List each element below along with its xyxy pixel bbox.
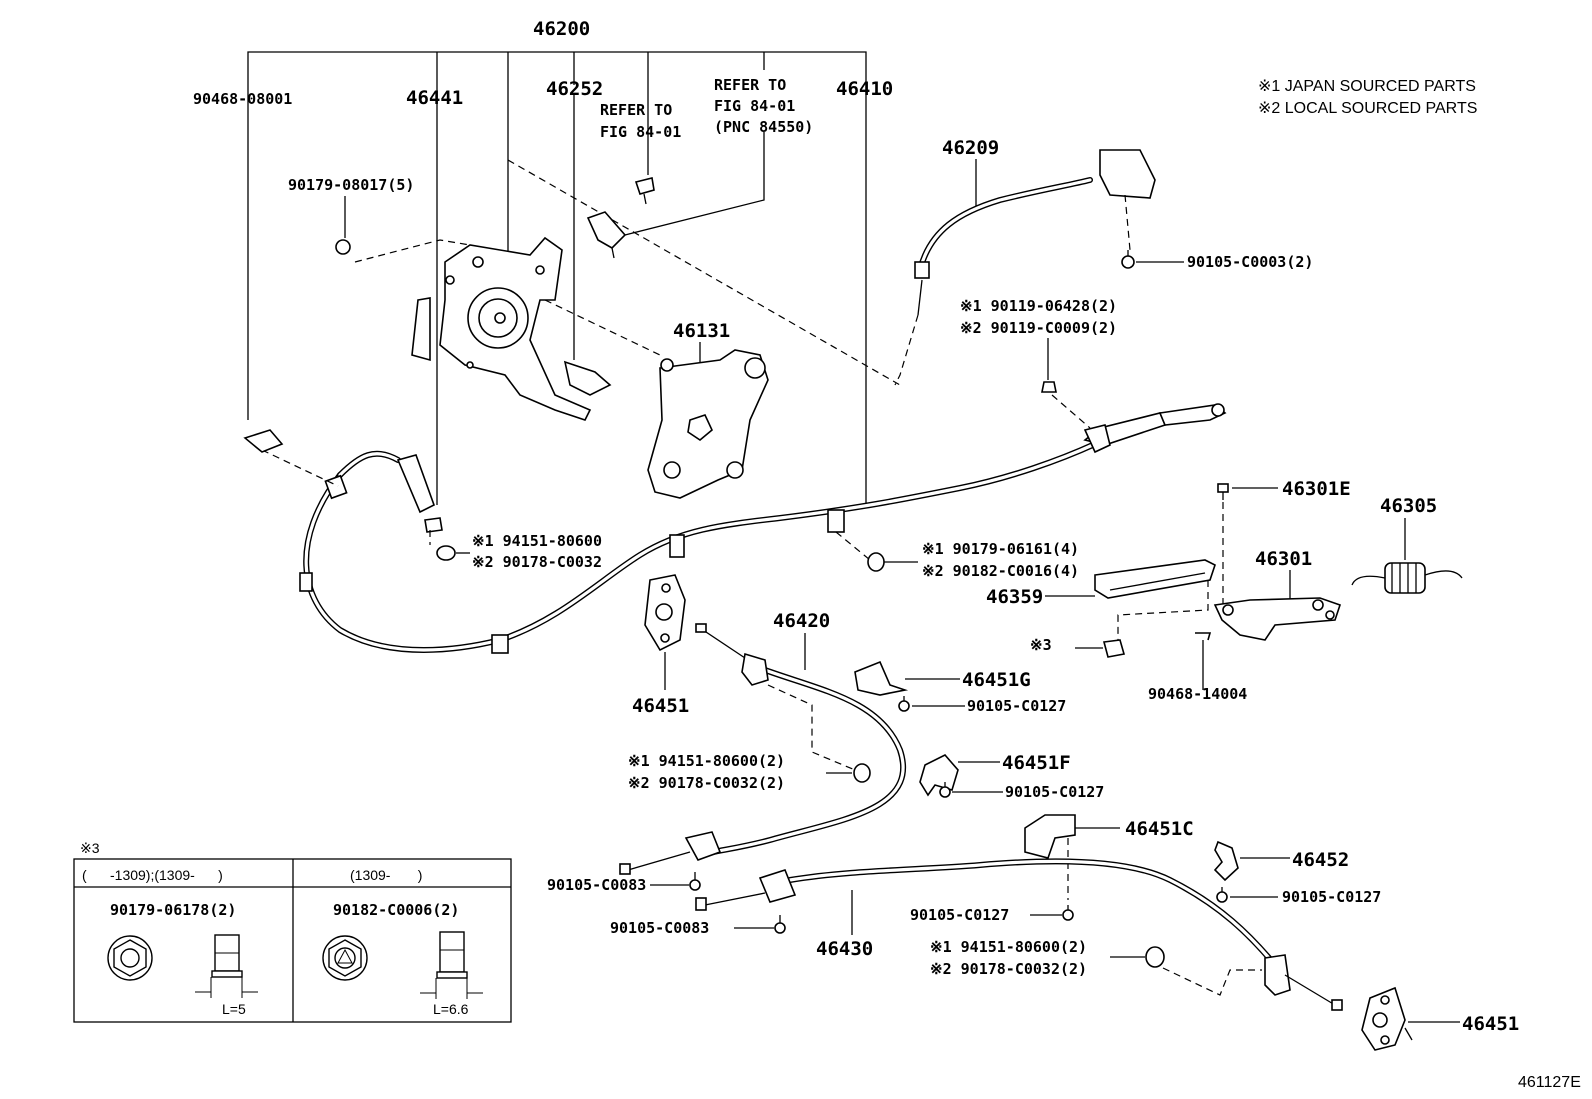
spring-46305 [1351, 562, 1463, 594]
label-46441: 46441 [406, 87, 463, 109]
grommet-94151-b [853, 763, 871, 783]
label-46252: 46252 [546, 78, 603, 100]
figure-code: 461127E [1518, 1074, 1581, 1091]
label-46451-lower: 46451 [1462, 1013, 1519, 1035]
label-94151-80600-c: ※1 94151-80600(2) [930, 938, 1087, 956]
bolt-90105-C0127-c [1062, 905, 1074, 921]
nut-x3 [1102, 639, 1126, 658]
inset-col2-dim: L=6.6 [433, 1001, 469, 1017]
label-46420: 46420 [773, 610, 830, 632]
label-46451G: 46451G [962, 669, 1031, 691]
assembly-bracket-46200 [247, 51, 867, 505]
bolt-90105-C0083-b [774, 915, 786, 934]
label-90178-C0032-b: ※2 90178-C0032(2) [628, 774, 785, 792]
cable-46430 [695, 858, 1343, 1011]
label-46451-upper: 46451 [632, 695, 689, 717]
label-46452: 46452 [1292, 849, 1349, 871]
grommet-94151-c [1145, 946, 1165, 968]
clamp-46452 [1213, 840, 1239, 882]
label-90468-14004: 90468-14004 [1148, 685, 1247, 703]
clip-90468-14004 [1195, 632, 1212, 641]
inset-x3: ※3 ( -1309);(1309- ) (1309- ) 90179-0617… [73, 840, 512, 1023]
washer-46441 [424, 517, 443, 533]
label-90119-06428: ※1 90119-06428(2) [960, 297, 1117, 315]
clamp-46451F [919, 754, 959, 797]
prevailing-nut-front-icon [322, 935, 368, 981]
label-90179-08017: 90179-08017(5) [288, 176, 414, 194]
label-90105-C0003: 90105-C0003(2) [1187, 253, 1313, 271]
label-90105-C0083-a: 90105-C0083 [547, 876, 646, 894]
label-46410: 46410 [836, 78, 893, 100]
bolt-90105-C0003 [1121, 250, 1135, 269]
label-46451F: 46451F [1002, 752, 1071, 774]
label-46209: 46209 [942, 137, 999, 159]
label-46305: 46305 [1380, 495, 1437, 517]
flange-nut-front-icon [107, 935, 153, 981]
label-46430: 46430 [816, 938, 873, 960]
plate-46451-upper [644, 574, 686, 652]
label-refer-2b: FIG 84-01 [714, 97, 795, 115]
label-90105-C0127-b: 90105-C0127 [1005, 783, 1104, 801]
label-90178-C0032-c: ※2 90178-C0032(2) [930, 960, 1087, 978]
cable-46209 [914, 149, 1156, 316]
label-46301E: 46301E [1282, 478, 1351, 500]
inset-col2-part: 90182-C0006(2) [333, 901, 459, 919]
flange-nut-side-icon [195, 934, 258, 998]
nut-90179-08017 [335, 239, 351, 255]
bolt-90105-C0127-b [939, 782, 951, 798]
label-94151-80600-b: ※1 94151-80600(2) [628, 752, 785, 770]
label-90468-08001: 90468-08001 [193, 90, 292, 108]
label-90105-C0127-a: 90105-C0127 [967, 697, 1066, 715]
cable-46410 [299, 403, 1227, 654]
bolt-90105-C0127-a [898, 696, 910, 712]
bolt-90119 [1041, 381, 1057, 393]
label-46359: 46359 [986, 586, 1043, 608]
bracket-46359 [1094, 559, 1216, 599]
inset-col1-part: 90179-06178(2) [110, 901, 236, 919]
clamp-46451C [1024, 814, 1076, 859]
inset-title: ※3 [80, 840, 100, 856]
label-46451C: 46451C [1125, 818, 1194, 840]
label-refer-1b: FIG 84-01 [600, 123, 681, 141]
label-90178-C0032-a: ※2 90178-C0032 [472, 553, 602, 571]
label-46131: 46131 [673, 320, 730, 342]
note-local-sourced: ※2 LOCAL SOURCED PARTS [1258, 100, 1477, 117]
label-refer-2a: REFER TO [714, 76, 786, 94]
bolt-90105-C0083-a [689, 872, 701, 891]
label-90105-C0127-d: 90105-C0127 [1282, 888, 1381, 906]
label-90179-06161: ※1 90179-06161(4) [922, 540, 1079, 558]
label-90119-C0009: ※2 90119-C0009(2) [960, 319, 1117, 337]
bolt-90105-C0127-d [1216, 887, 1228, 903]
label-94151-80600-a: ※1 94151-80600 [472, 532, 602, 550]
lever-46301 [1213, 597, 1342, 641]
clamp-46451G [854, 660, 909, 696]
note-japan-sourced: ※1 JAPAN SOURCED PARTS [1258, 78, 1476, 95]
inset-col1-header: ( -1309);(1309- ) [82, 867, 223, 883]
pin-46301E [1217, 483, 1229, 500]
label-90105-C0127-c: 90105-C0127 [910, 906, 1009, 924]
label-46301: 46301 [1255, 548, 1312, 570]
pedal-bracket-assembly [411, 236, 612, 421]
bolt-refer-fig [634, 177, 655, 205]
label-46200: 46200 [533, 18, 590, 40]
clip-refer-fig [586, 211, 627, 249]
inset-col1-dim: L=5 [222, 1001, 246, 1017]
cable-46420 [619, 623, 906, 875]
nut-90179-06161 [867, 552, 885, 572]
clip-90468-08001 [243, 429, 284, 453]
support-46131 [647, 349, 769, 499]
label-90105-C0083-b: 90105-C0083 [610, 919, 709, 937]
inset-col2-header: (1309- ) [350, 867, 422, 883]
plate-46451-lower [1361, 986, 1413, 1051]
prevailing-nut-side-icon [420, 931, 483, 999]
grommet-94151 [436, 545, 456, 561]
label-x3: ※3 [1030, 636, 1052, 654]
label-refer-1a: REFER TO [600, 101, 672, 119]
label-refer-2c: (PNC 84550) [714, 118, 813, 136]
label-90182-C0016: ※2 90182-C0016(4) [922, 562, 1079, 580]
